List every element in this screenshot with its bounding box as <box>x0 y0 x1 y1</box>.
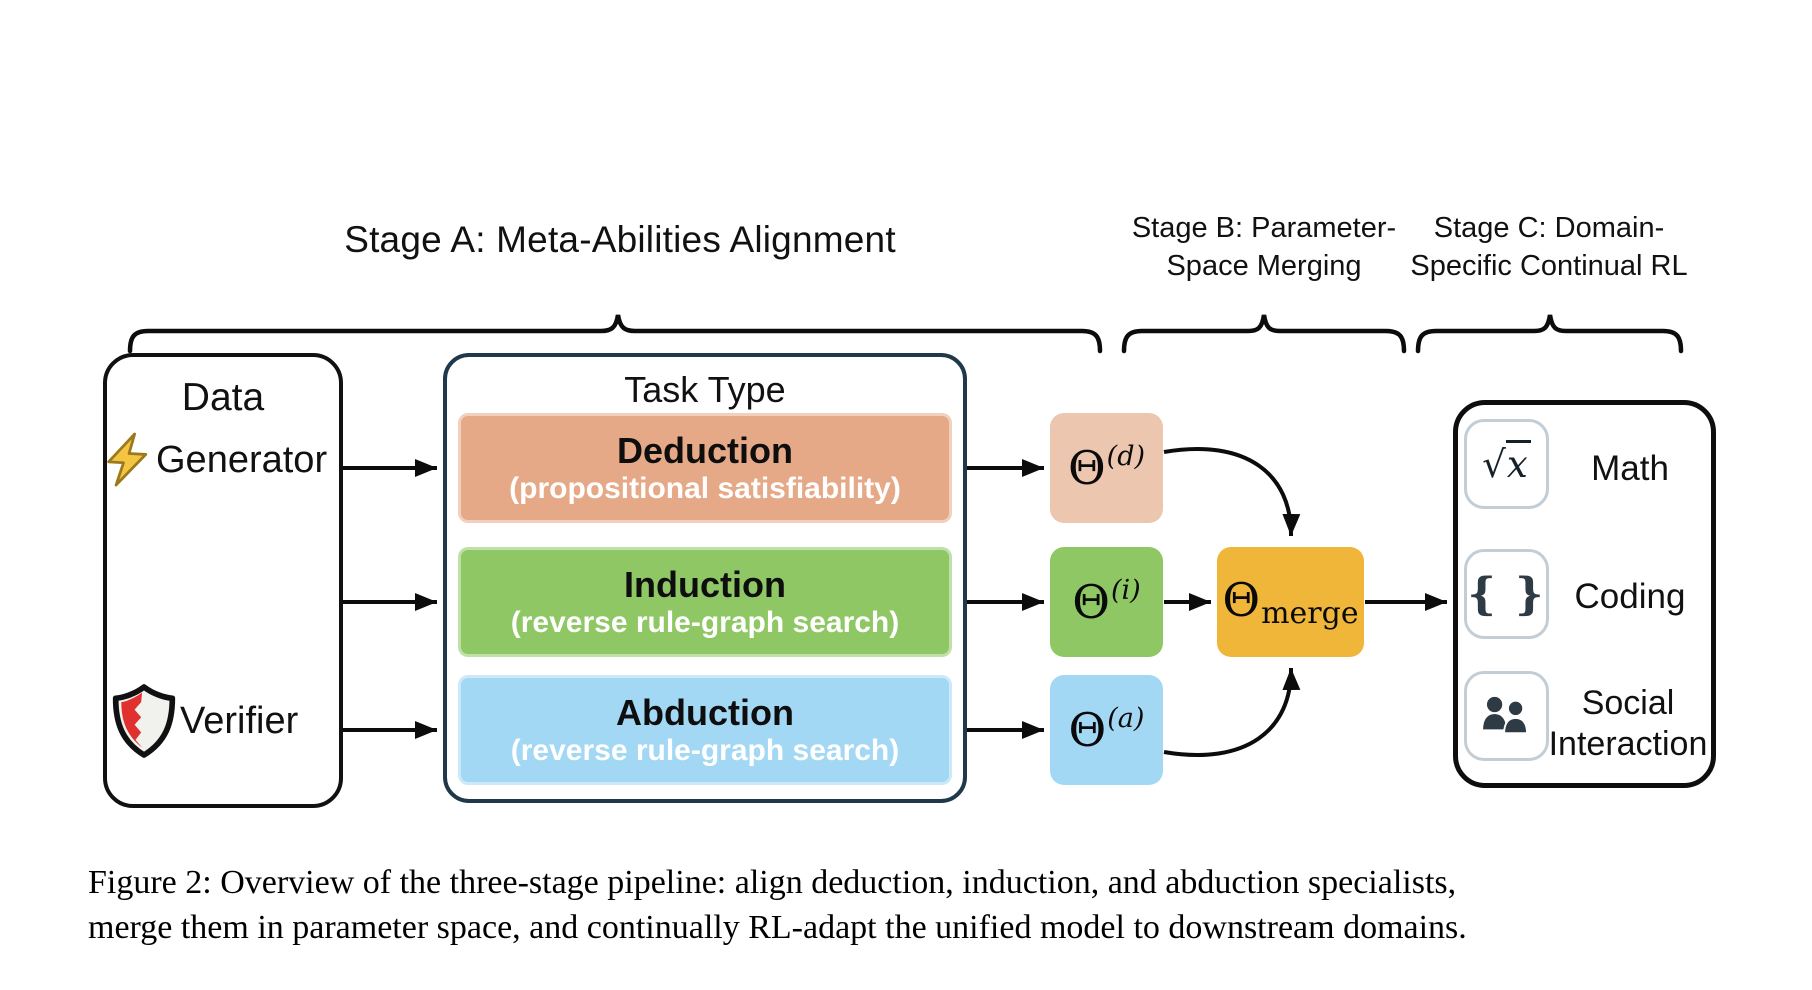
shield-icon <box>112 684 176 758</box>
stage-c-brace <box>1415 314 1684 354</box>
induction-sublabel: (reverse rule-graph search) <box>510 605 900 639</box>
caption-line1: Figure 2: Overview of the three-stage pi… <box>88 864 1457 901</box>
deduction-label: Deduction <box>617 429 793 471</box>
induction-label: Induction <box>624 563 786 605</box>
theta-d-box: Θ(d) <box>1050 413 1163 523</box>
math-label: Math <box>1591 449 1669 488</box>
coding-icon-tile: { } <box>1464 549 1549 639</box>
stage-b-heading: Stage B: Parameter- Space Merging <box>1104 209 1424 285</box>
arrow-theta-a-to-merge <box>1163 667 1301 757</box>
stage-c-line2: Specific Continual RL <box>1410 250 1688 282</box>
stage-c-line1: Stage C: Domain- <box>1433 212 1665 244</box>
abduction-sublabel: (reverse rule-graph search) <box>510 733 900 767</box>
figure-caption: Figure 2: Overview of the three-stage pi… <box>88 860 1788 950</box>
deduction-row: Deduction (propositional satisfiability) <box>458 413 952 523</box>
social-icon-tile <box>1464 671 1549 761</box>
curly-braces-icon: { } <box>1467 568 1546 620</box>
people-icon <box>1482 696 1528 735</box>
theta-merge-label: Θmerge <box>1222 573 1359 631</box>
theta-merge-box: Θmerge <box>1217 547 1364 657</box>
data-box-title: Data <box>181 376 265 419</box>
generator-row: Generator <box>104 428 354 492</box>
coding-label: Coding <box>1574 577 1686 616</box>
theta-a-box: Θ(a) <box>1050 675 1163 785</box>
stage-b-brace <box>1121 314 1407 354</box>
stage-a-heading: Stage A: Meta-Abilities Alignment <box>344 219 896 260</box>
stage-c-heading: Stage C: Domain- Specific Continual RL <box>1379 209 1719 285</box>
theta-a-label: Θ(a) <box>1068 703 1145 757</box>
abduction-label: Abduction <box>616 691 794 733</box>
sqrt-x-icon: √x <box>1482 439 1531 486</box>
stage-a-brace <box>127 314 1103 354</box>
stage-b-line1: Stage B: Parameter- <box>1131 212 1397 244</box>
arrow-theta-d-to-merge <box>1163 447 1301 537</box>
generator-label: Generator <box>156 438 328 481</box>
theta-i-box: Θ(i) <box>1050 547 1163 657</box>
math-icon-tile: √x <box>1464 419 1549 509</box>
social-label-line1: Social <box>1581 684 1675 722</box>
verifier-label: Verifier <box>180 700 299 742</box>
induction-row: Induction (reverse rule-graph search) <box>458 547 952 657</box>
lightning-bolt-icon <box>107 432 148 487</box>
theta-i-label: Θ(i) <box>1072 575 1141 629</box>
caption-line2: merge them in parameter space, and conti… <box>88 909 1467 946</box>
abduction-row: Abduction (reverse rule-graph search) <box>458 675 952 785</box>
social-interaction-label: Social Interaction <box>1528 683 1728 765</box>
theta-d-label: Θ(d) <box>1067 441 1146 495</box>
deduction-sublabel: (propositional satisfiability) <box>509 471 901 505</box>
task-type-title: Task Type <box>624 369 786 410</box>
stage-b-line2: Space Merging <box>1166 250 1362 282</box>
social-label-line2: Interaction <box>1548 725 1708 763</box>
